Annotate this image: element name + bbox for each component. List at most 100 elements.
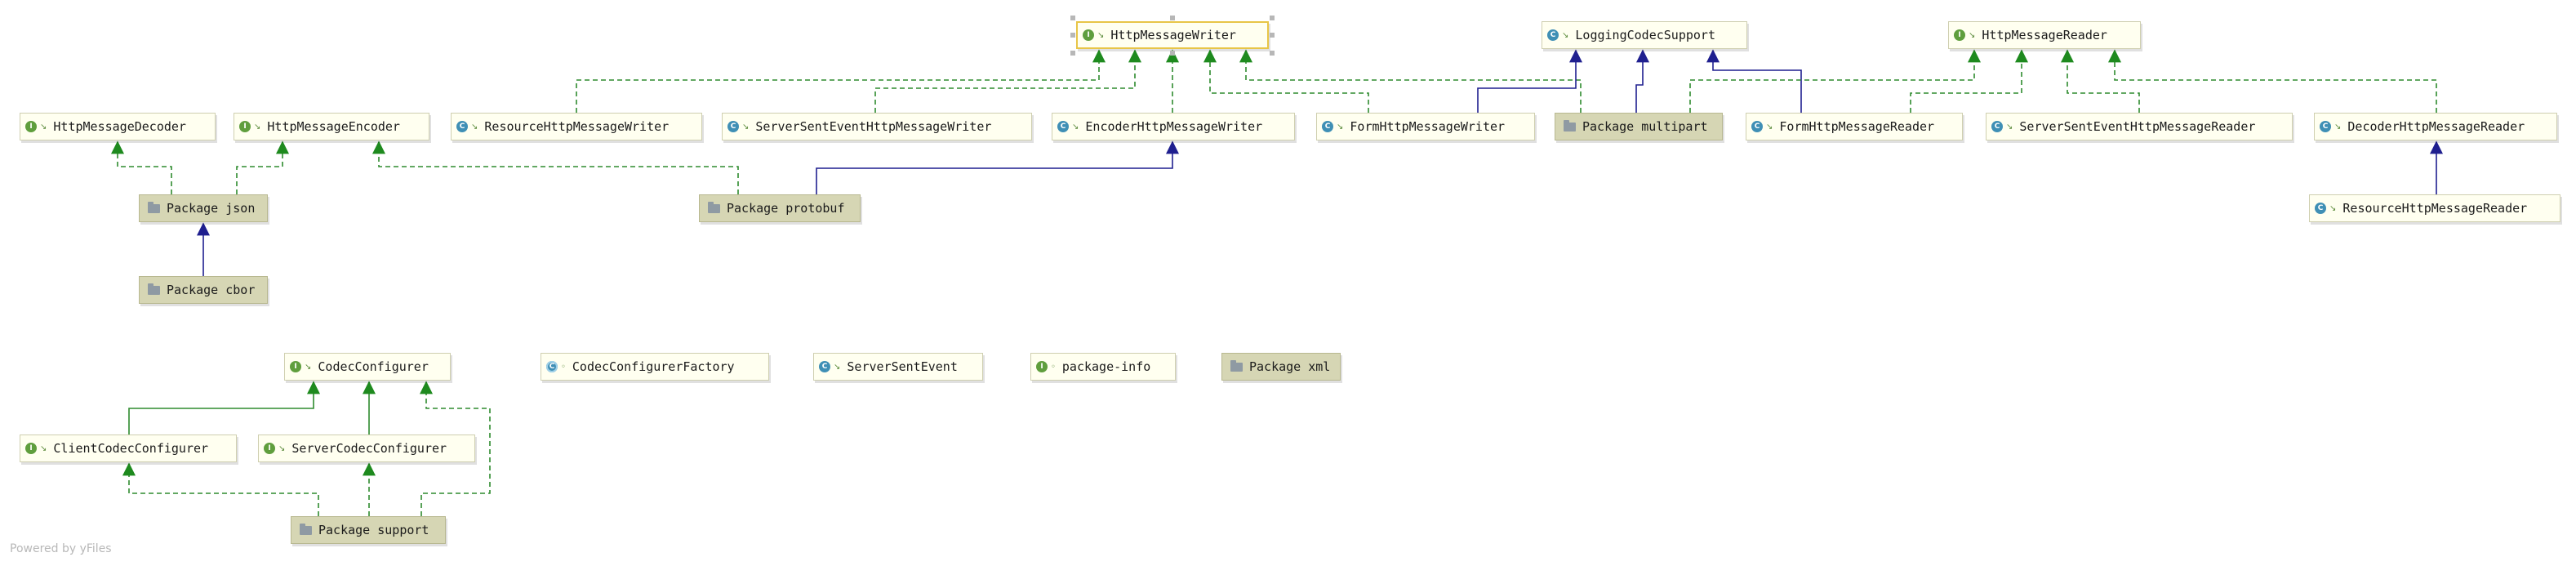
public-visibility-icon: ↘ xyxy=(2334,122,2342,131)
node-package-protobuf[interactable]: Package protobuf xyxy=(699,194,861,222)
edge-inheritance-PkgProtobuf-to-EncoderHttpMessageWriter xyxy=(816,140,1179,194)
node-server-sent-event-http-message-writer[interactable]: C↘ ServerSentEventHttpMessageWriter xyxy=(722,113,1032,140)
class-icon: C xyxy=(1057,121,1069,132)
node-package-support[interactable]: Package support xyxy=(291,516,446,544)
edge-realization-FormHttpMessageWriter-to-HttpMessageWriter xyxy=(1203,49,1369,113)
folder-icon xyxy=(148,283,160,295)
folder-icon xyxy=(708,201,720,213)
file-icon: I xyxy=(1036,361,1048,372)
interface-icon: I xyxy=(1083,29,1094,41)
node-label: EncoderHttpMessageWriter xyxy=(1085,119,1263,134)
public-visibility-icon: ↘ xyxy=(40,443,47,453)
node-package-multipart[interactable]: Package multipart xyxy=(1555,113,1723,140)
node-logging-codec-support[interactable]: C↘ LoggingCodecSupport xyxy=(1542,21,1747,49)
interface-icon: I xyxy=(239,121,251,132)
node-label: CodecConfigurer xyxy=(318,359,429,374)
node-resource-http-message-writer[interactable]: C↘ ResourceHttpMessageWriter xyxy=(451,113,702,140)
public-visibility-icon: ↘ xyxy=(254,122,261,131)
public-visibility-icon: ↘ xyxy=(1562,30,1569,40)
edge-inheritance-PkgMultipart-to-LoggingCodecSupport xyxy=(1635,49,1649,113)
node-label: package-info xyxy=(1061,359,1151,374)
node-client-codec-configurer[interactable]: I↘ ClientCodecConfigurer xyxy=(20,435,237,462)
node-label: ServerSentEventHttpMessageReader xyxy=(2019,119,2256,134)
node-label: HttpMessageEncoder xyxy=(267,119,400,134)
node-label: Package cbor xyxy=(167,283,256,297)
node-package-info[interactable]: I◦ package-info xyxy=(1030,353,1176,381)
folder-icon xyxy=(300,523,312,535)
edge-realization-PkgSupport-to-ClientCodecConfigurer xyxy=(122,462,319,516)
node-http-message-decoder[interactable]: I↘ HttpMessageDecoder xyxy=(20,113,216,140)
public-visibility-icon: ↘ xyxy=(2006,122,2013,131)
folder-icon xyxy=(1230,359,1243,372)
node-server-sent-event[interactable]: C ↘ ServerSentEvent xyxy=(813,353,983,381)
class-icon: C xyxy=(2315,203,2326,214)
node-label: ServerSentEventHttpMessageWriter xyxy=(755,119,992,134)
node-package-cbor[interactable]: Package cbor xyxy=(139,276,268,304)
node-label: ServerSentEvent xyxy=(847,359,958,374)
node-http-message-reader[interactable]: I↘ HttpMessageReader xyxy=(1948,21,2141,49)
node-label: Package multipart xyxy=(1582,119,1708,134)
class-icon: C xyxy=(456,121,468,132)
node-codec-configurer[interactable]: I ↘ CodecConfigurer xyxy=(284,353,451,381)
node-form-http-message-writer[interactable]: C ↘ FormHttpMessageWriter xyxy=(1316,113,1535,140)
node-label: Package protobuf xyxy=(727,201,845,216)
public-visibility-icon: ↘ xyxy=(2329,203,2337,213)
public-visibility-icon: ↘ xyxy=(40,122,47,131)
edge-realization-PkgJson-to-HttpMessageDecoder xyxy=(111,140,172,194)
node-label: ResourceHttpMessageWriter xyxy=(484,119,670,134)
edge-inheritance-FormHttpMessageWriter-to-LoggingCodecSupport xyxy=(1477,49,1582,113)
public-visibility-icon: ↘ xyxy=(742,122,750,131)
edge-realization-PkgProtobuf-to-HttpMessageEncoder xyxy=(372,140,739,194)
node-label: FormHttpMessageReader xyxy=(1779,119,1935,134)
node-package-json[interactable]: Package json xyxy=(139,194,268,222)
class-icon: C xyxy=(1751,121,1763,132)
node-codec-configurer-factory[interactable]: C◦ CodecConfigurerFactory xyxy=(541,353,769,381)
interface-icon: I xyxy=(290,361,301,372)
node-http-message-encoder[interactable]: I↘ HttpMessageEncoder xyxy=(234,113,429,140)
node-label: CodecConfigurerFactory xyxy=(572,359,735,374)
node-decoder-http-message-reader[interactable]: C↘ DecoderHttpMessageReader xyxy=(2314,113,2557,140)
powered-by-footer: Powered by yFiles xyxy=(10,542,112,555)
node-label: LoggingCodecSupport xyxy=(1575,28,1715,42)
node-label: Package json xyxy=(167,201,256,216)
edge-realization-ServerSentEventHttpMessageReader-to-HttpMessageReader xyxy=(2061,49,2140,113)
package-private-visibility-icon: ◦ xyxy=(561,362,566,372)
class-icon: C xyxy=(1322,121,1333,132)
node-label: HttpMessageWriter xyxy=(1110,28,1236,42)
node-label: HttpMessageReader xyxy=(1982,28,2107,42)
node-resource-http-message-reader[interactable]: C↘ ResourceHttpMessageReader xyxy=(2309,194,2560,222)
public-visibility-icon: ↘ xyxy=(1337,122,1344,131)
class-icon: C xyxy=(2320,121,2331,132)
edge-realization-PkgSupport-to-CodecConfigurer xyxy=(420,381,491,516)
public-visibility-icon: ↘ xyxy=(305,362,312,372)
public-visibility-icon: ↘ xyxy=(1097,30,1105,40)
node-server-codec-configurer[interactable]: I↘ ServerCodecConfigurer xyxy=(258,435,475,462)
node-form-http-message-reader[interactable]: C↘ FormHttpMessageReader xyxy=(1746,113,1963,140)
package-private-visibility-icon: ◦ xyxy=(1051,362,1056,372)
edge-inheritance-FormHttpMessageReader-to-LoggingCodecSupport xyxy=(1706,49,1802,113)
node-label: ServerCodecConfigurer xyxy=(291,441,447,456)
abstract-class-icon: C xyxy=(546,361,558,372)
node-label: Package xml xyxy=(1249,359,1331,374)
node-label: HttpMessageDecoder xyxy=(53,119,186,134)
interface-icon: I xyxy=(25,443,37,454)
edge-realization-ServerSentEventHttpMessageWriter-to-HttpMessageWriter xyxy=(874,49,1141,113)
edge-realization-PkgMultipart-to-HttpMessageWriter xyxy=(1239,49,1582,113)
node-package-xml[interactable]: Package xml xyxy=(1221,353,1341,381)
folder-icon xyxy=(1564,119,1576,131)
edge-realization-FormHttpMessageReader-to-HttpMessageReader xyxy=(1910,49,2028,113)
public-visibility-icon: ↘ xyxy=(1969,30,1976,40)
node-http-message-writer[interactable]: I↘ HttpMessageWriter xyxy=(1076,21,1269,49)
node-label: FormHttpMessageWriter xyxy=(1350,119,1506,134)
edge-realization-ResourceHttpMessageWriter-to-HttpMessageWriter xyxy=(576,49,1106,113)
node-label: DecoderHttpMessageReader xyxy=(2347,119,2525,134)
node-label: Package support xyxy=(318,523,429,537)
node-server-sent-event-http-message-reader[interactable]: C↘ ServerSentEventHttpMessageReader xyxy=(1986,113,2293,140)
class-icon: C xyxy=(819,361,830,372)
node-encoder-http-message-writer[interactable]: C↘ EncoderHttpMessageWriter xyxy=(1052,113,1295,140)
public-visibility-icon: ↘ xyxy=(278,443,286,453)
public-visibility-icon: ↘ xyxy=(834,362,841,372)
node-label: ResourceHttpMessageReader xyxy=(2342,201,2528,216)
edge-realization-PkgJson-to-HttpMessageEncoder xyxy=(236,140,289,194)
